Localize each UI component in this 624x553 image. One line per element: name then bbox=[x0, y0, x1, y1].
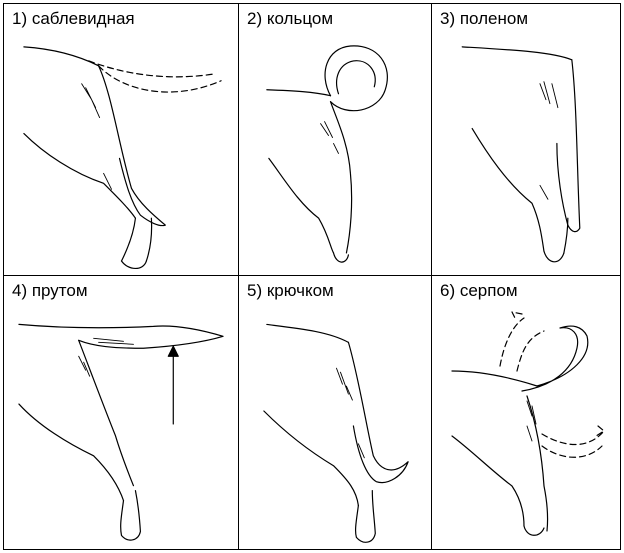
panel-log-tail: 3) поленом bbox=[432, 4, 620, 276]
panel-hook-tail: 5) крючком bbox=[239, 276, 432, 549]
rod-tail-illustration bbox=[18, 323, 224, 541]
panel-label: 4) прутом bbox=[12, 281, 88, 300]
sabre-tail-illustration bbox=[23, 46, 222, 270]
panel-sickle-tail: 6) серпом bbox=[432, 276, 620, 549]
ring-tail-illustration bbox=[266, 45, 388, 263]
panel-rod-tail: 4) прутом bbox=[4, 276, 239, 549]
panel-label: 1) саблевидная bbox=[12, 9, 135, 28]
panel-label: 3) поленом bbox=[440, 9, 529, 28]
tail-types-grid: 1) саблевидная 2) кольцом 3) поленом bbox=[3, 3, 621, 550]
hook-tail-illustration bbox=[263, 323, 409, 543]
panel-ring-tail: 2) кольцом bbox=[239, 4, 432, 276]
log-tail-illustration bbox=[461, 46, 581, 263]
panel-label: 2) кольцом bbox=[247, 9, 334, 28]
panel-label: 5) крючком bbox=[247, 281, 334, 300]
panel-sabre-tail: 1) саблевидная bbox=[4, 4, 239, 276]
sickle-tail-illustration bbox=[451, 311, 605, 536]
panel-label: 6) серпом bbox=[440, 281, 518, 300]
